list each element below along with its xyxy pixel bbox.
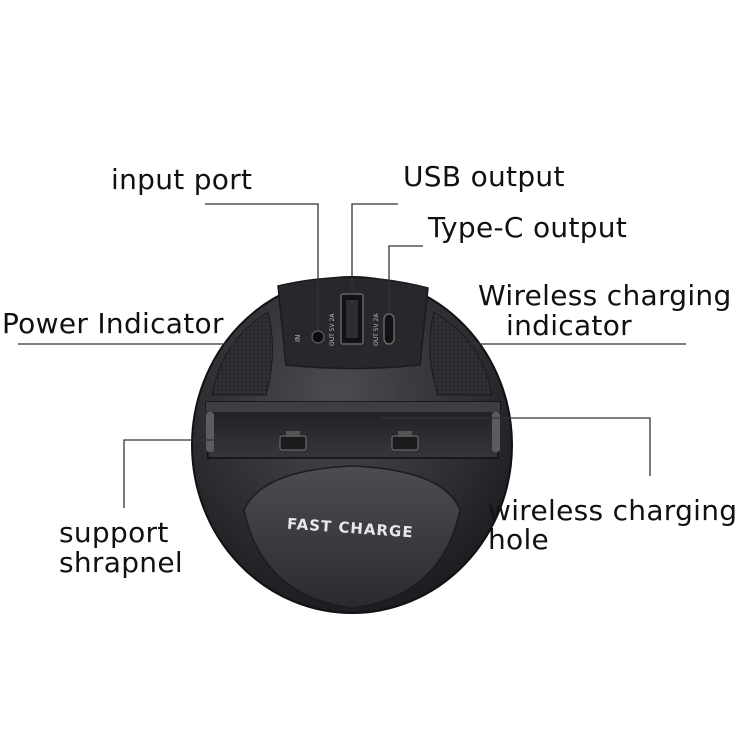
label-input-port: input port bbox=[111, 163, 253, 196]
label-support-1: support bbox=[59, 516, 169, 549]
input-port bbox=[311, 330, 325, 344]
leader-input-port bbox=[205, 203, 319, 330]
label-usb-output: USB output bbox=[403, 160, 565, 193]
port-typec-text: OUT 5V 2A bbox=[373, 313, 380, 346]
label-wireless-indicator-2: indicator bbox=[506, 309, 632, 342]
wireless-indicator-grill bbox=[429, 311, 493, 396]
port-usb-text: OUT 5V 2A bbox=[329, 313, 336, 346]
leader-charging-hole bbox=[380, 417, 651, 476]
label-wireless-indicator-1: Wireless charging bbox=[478, 279, 732, 312]
port-in-text: IN bbox=[294, 335, 302, 342]
label-support-2: shrapnel bbox=[59, 546, 183, 579]
power-indicator-grill bbox=[211, 311, 273, 396]
support-shrapnel-left bbox=[279, 431, 307, 451]
wireless-charging-pad bbox=[243, 465, 461, 609]
label-typec-output: Type-C output bbox=[428, 211, 628, 244]
label-power-indicator: Power Indicator bbox=[2, 307, 224, 340]
label-hole-1: wireless charging bbox=[488, 494, 738, 527]
leader-support-shrapnel bbox=[123, 439, 280, 508]
leader-usb-output bbox=[351, 203, 398, 294]
label-hole-2: hole bbox=[488, 523, 550, 556]
typec-port bbox=[383, 313, 395, 345]
support-shrapnel-right bbox=[391, 431, 419, 451]
leader-typec-output bbox=[388, 245, 423, 312]
